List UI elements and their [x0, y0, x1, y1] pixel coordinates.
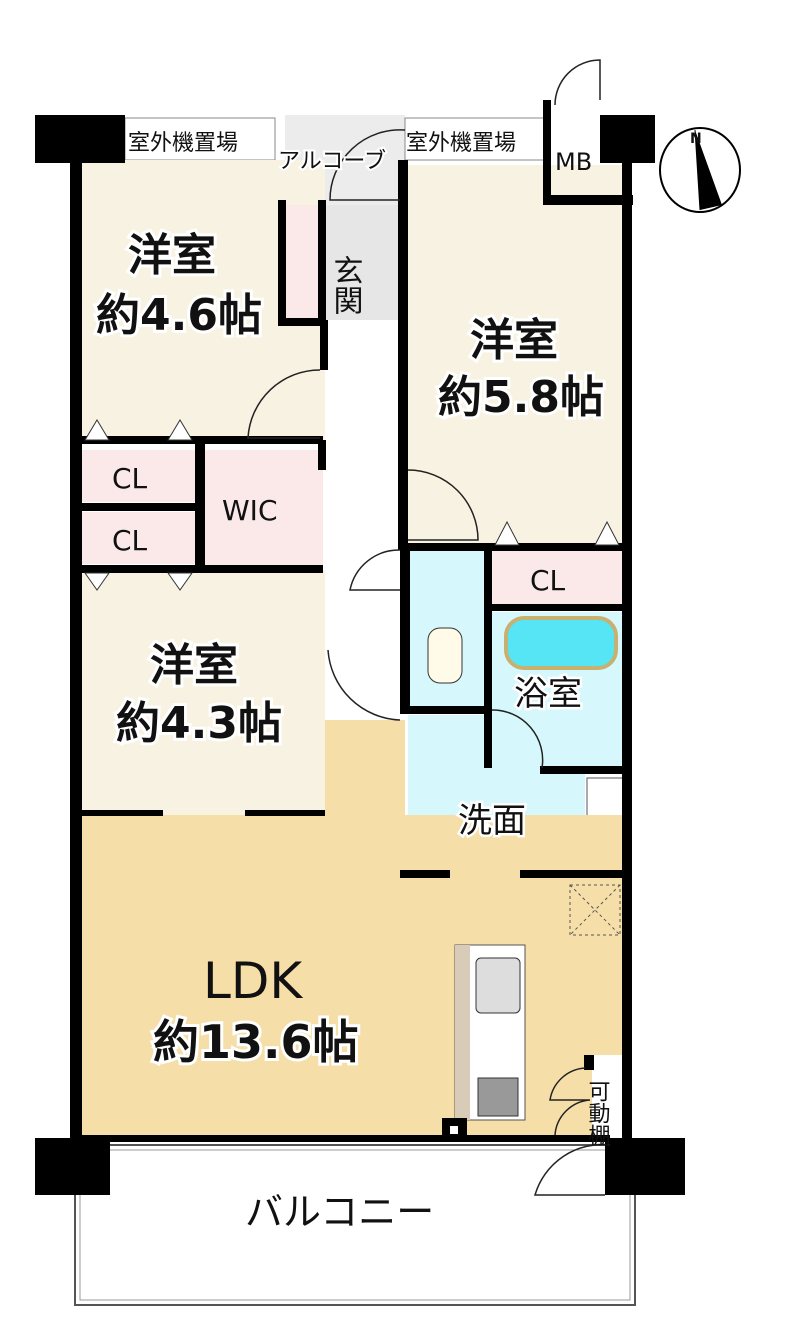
toilet-fixture: [427, 627, 463, 684]
balcony-area: [74, 1144, 636, 1306]
closet-door-markers: [84, 419, 620, 591]
north-compass-icon: N: [659, 127, 741, 213]
door-swings: [247, 59, 611, 1196]
alcove-label: アルコーブ: [278, 149, 386, 174]
stove: [477, 1077, 519, 1117]
compass-n-label: N: [690, 131, 702, 147]
western1-size: 約4.6帖: [96, 290, 262, 341]
ldk-name: LDK: [203, 952, 303, 1010]
mb-label: MB: [555, 148, 592, 176]
cl1-label: CL: [112, 462, 148, 495]
bath-label: 浴室: [514, 674, 582, 714]
western3-size: 約4.3帖: [116, 698, 282, 749]
western2-size: 約5.8帖: [438, 372, 604, 423]
washroom-label: 洗面: [458, 801, 526, 841]
ac-right-label: 室外機置場: [406, 131, 516, 156]
walls: [35, 100, 685, 1195]
closet-1: [80, 450, 195, 502]
room-western-5-8: [405, 165, 625, 545]
room-western-4-3: [80, 570, 325, 815]
western3-name: 洋室: [150, 640, 238, 691]
ldk-size: 約13.6帖: [153, 1015, 359, 1069]
entrance-area: [323, 205, 403, 320]
ac-area-left: [124, 117, 276, 161]
cl3-label: CL: [530, 564, 566, 597]
closet-3: [490, 550, 625, 605]
walk-in-closet: [203, 450, 323, 565]
cl2-label: CL: [112, 524, 148, 557]
ac-left-label: 室外機置場: [128, 131, 238, 156]
hallway: [325, 320, 405, 720]
western1-name: 洋室: [128, 230, 216, 281]
balcony-label: バルコニー: [245, 1190, 434, 1234]
bathtub: [504, 616, 618, 670]
western2-name: 洋室: [470, 315, 558, 366]
room-ldk: [80, 815, 625, 1140]
ac-area-right: [404, 117, 546, 161]
wic-label: WIC: [222, 494, 278, 527]
shelf-label: 可動棚: [585, 1080, 611, 1146]
closet-2: [80, 512, 195, 564]
entrance-label: 玄関: [328, 255, 363, 315]
entrance-closet: [285, 205, 323, 320]
shelf-area: [592, 1055, 624, 1140]
kitchen-sink: [475, 957, 521, 1014]
